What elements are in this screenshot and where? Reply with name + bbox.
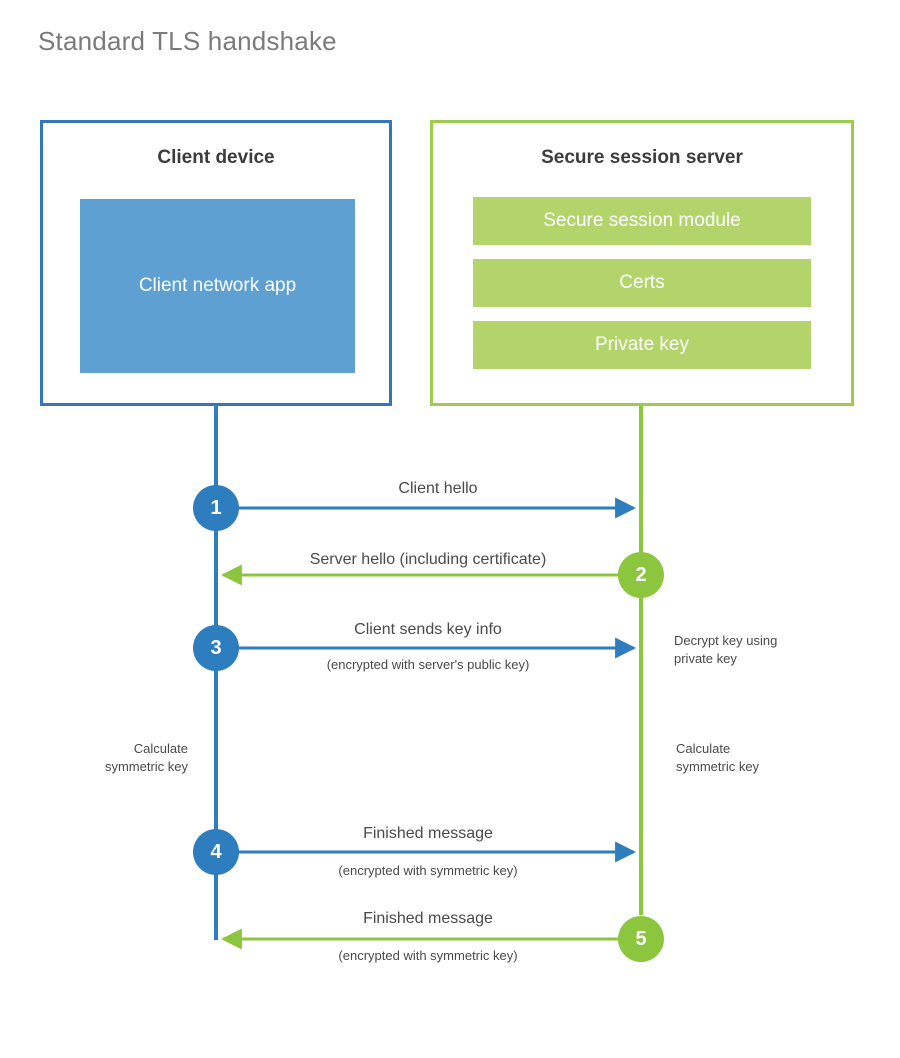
step-2-label: Server hello (including certificate) [309, 551, 547, 568]
server-calculate-symmetric-key-note: Calculate symmetric key [676, 741, 760, 774]
step-4-marker[interactable]: 4 [193, 829, 239, 875]
server-bar-private-key: Private key [473, 321, 811, 369]
step-2-marker[interactable]: 2 [618, 552, 664, 598]
step-1-marker[interactable]: 1 [193, 485, 239, 531]
server-decrypt-note: Decrypt key using private key [674, 633, 778, 666]
step-5-label: Finished message [363, 910, 493, 927]
step-5-marker[interactable]: 5 [618, 916, 664, 962]
page-title: Standard TLS handshake [38, 26, 337, 56]
client-calculate-symmetric-key-note: Calculate symmetric key [104, 741, 188, 774]
server-bar-certs: Certs [473, 259, 811, 307]
server-bar-secure-session-module: Secure session module [473, 197, 811, 245]
server-panel-title: Secure session server [541, 147, 743, 168]
client-panel-title: Client device [157, 147, 275, 168]
step-3-marker[interactable]: 3 [193, 625, 239, 671]
server-module-list: Secure session module Certs Private key [473, 197, 811, 369]
step-4-label: Finished message [363, 825, 493, 842]
step-3-label: Client sends key info [354, 621, 502, 638]
step-3-sublabel: (encrypted with server's public key) [326, 657, 530, 672]
step-1-label: Client hello [398, 480, 478, 497]
client-network-app-box: Client network app [80, 199, 355, 373]
step-4-sublabel: (encrypted with symmetric key) [338, 863, 518, 878]
secure-session-server-panel: Secure session server Secure session mod… [430, 120, 854, 406]
client-device-panel: Client device Client network app [40, 120, 392, 406]
step-5-sublabel: (encrypted with symmetric key) [338, 948, 518, 963]
